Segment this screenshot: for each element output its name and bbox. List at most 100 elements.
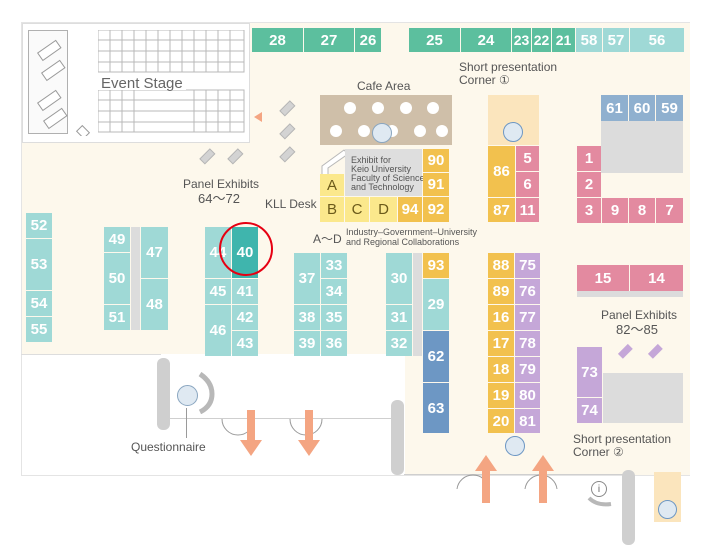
booth-73[interactable]: 73: [577, 347, 602, 397]
short-presentation-1-label-line2: Corner ①: [459, 73, 510, 87]
booth-91[interactable]: 91: [423, 173, 449, 196]
booth-A[interactable]: A: [320, 174, 344, 196]
booth-25[interactable]: 25: [409, 28, 460, 52]
keio-label-line2: Keio University: [351, 164, 412, 174]
booth-7[interactable]: 7: [656, 198, 683, 223]
booth-38[interactable]: 38: [294, 305, 320, 330]
booth-36[interactable]: 36: [321, 331, 347, 356]
booth-33[interactable]: 33: [321, 253, 347, 278]
booth-58[interactable]: 58: [576, 28, 602, 52]
booth-5[interactable]: 5: [516, 146, 539, 171]
partition-right: [601, 121, 683, 149]
booth-19[interactable]: 19: [488, 383, 514, 408]
booth-29[interactable]: 29: [423, 279, 449, 330]
industry-label-line2: and Regional Collaborations: [346, 237, 460, 247]
booth-49[interactable]: 49: [104, 227, 130, 252]
booth-1[interactable]: 1: [577, 146, 601, 171]
booth-37[interactable]: 37: [294, 253, 320, 304]
booth-90[interactable]: 90: [423, 149, 449, 172]
booth-8[interactable]: 8: [629, 198, 655, 223]
booth-32[interactable]: 32: [386, 331, 412, 356]
booth-74[interactable]: 74: [577, 398, 602, 423]
booth-41[interactable]: 41: [232, 279, 258, 304]
presentation-monitor-icon-2: [658, 500, 677, 519]
booth-46[interactable]: 46: [205, 305, 231, 356]
presentation-monitor-icon: [503, 122, 523, 142]
wall-pillar-right: [622, 470, 635, 545]
booth-43[interactable]: 43: [232, 331, 258, 356]
booth-47[interactable]: 47: [141, 227, 168, 278]
booth-18[interactable]: 18: [488, 357, 514, 382]
exit-arrow-left-1-icon: [240, 410, 262, 456]
partition-73: [603, 373, 683, 423]
booth-21[interactable]: 21: [552, 28, 575, 52]
booth-52[interactable]: 52: [26, 213, 52, 238]
booth-11[interactable]: 11: [516, 198, 539, 222]
booth-3[interactable]: 3: [577, 198, 601, 223]
panel-exhibits-left-label-line1: Panel Exhibits: [183, 177, 260, 191]
booth-31[interactable]: 31: [386, 305, 412, 330]
highlight-ring: [219, 222, 273, 276]
keio-exhibit-area[interactable]: [345, 149, 422, 196]
booth-23[interactable]: 23: [512, 28, 531, 52]
booth-15[interactable]: 15: [577, 265, 629, 291]
booth-51[interactable]: 51: [104, 305, 130, 330]
booth-34[interactable]: 34: [321, 279, 347, 304]
booth-61[interactable]: 61: [601, 95, 628, 121]
questionnaire-desk-icon: [198, 372, 215, 414]
booth-78[interactable]: 78: [515, 331, 540, 356]
wall-segment-left: [21, 354, 161, 355]
booth-80[interactable]: 80: [515, 383, 540, 408]
booth-30[interactable]: 30: [386, 253, 412, 304]
booth-76[interactable]: 76: [515, 279, 540, 304]
booth-81[interactable]: 81: [515, 409, 540, 433]
booth-50[interactable]: 50: [104, 253, 130, 304]
booth-48[interactable]: 48: [141, 279, 168, 330]
booth-20[interactable]: 20: [488, 409, 514, 433]
booth-45[interactable]: 45: [205, 279, 231, 304]
booth-6[interactable]: 6: [516, 172, 539, 197]
booth-55[interactable]: 55: [26, 317, 52, 342]
panel-exhibits-left-icon: [199, 100, 296, 165]
booth-56[interactable]: 56: [630, 28, 684, 52]
info-icon[interactable]: i: [591, 481, 607, 497]
booth-57[interactable]: 57: [603, 28, 629, 52]
booth-53[interactable]: 53: [26, 239, 52, 290]
booth-63[interactable]: 63: [423, 383, 449, 433]
booth-D[interactable]: D: [370, 197, 397, 222]
booth-28[interactable]: 28: [252, 28, 303, 52]
booth-42[interactable]: 42: [232, 305, 258, 330]
booth-77[interactable]: 77: [515, 305, 540, 330]
booth-24[interactable]: 24: [461, 28, 511, 52]
booth-39[interactable]: 39: [294, 331, 320, 356]
cafe-area-label: Cafe Area: [357, 79, 411, 93]
booth-88[interactable]: 88: [488, 253, 514, 278]
booth-93[interactable]: 93: [423, 253, 449, 278]
booth-94[interactable]: 94: [398, 197, 422, 222]
industry-label-line1: Industry–Government–University: [346, 227, 478, 237]
booth-C[interactable]: C: [345, 197, 369, 222]
booth-27[interactable]: 27: [304, 28, 354, 52]
booth-75[interactable]: 75: [515, 253, 540, 278]
booth-17[interactable]: 17: [488, 331, 514, 356]
booth-26[interactable]: 26: [355, 28, 381, 52]
booth-79[interactable]: 79: [515, 357, 540, 382]
cafe-tables-icon: [330, 102, 448, 137]
booth-16[interactable]: 16: [488, 305, 514, 330]
booth-59[interactable]: 59: [656, 95, 683, 121]
booth-B[interactable]: B: [320, 197, 344, 222]
booth-14[interactable]: 14: [630, 265, 683, 291]
booth-35[interactable]: 35: [321, 305, 347, 330]
booth-86[interactable]: 86: [488, 146, 515, 197]
booth-62[interactable]: 62: [423, 331, 449, 382]
booth-92[interactable]: 92: [423, 197, 449, 222]
booth-87[interactable]: 87: [488, 198, 515, 222]
booth-9[interactable]: 9: [602, 198, 628, 223]
booth-60[interactable]: 60: [629, 95, 655, 121]
booth-54[interactable]: 54: [26, 291, 52, 316]
booth-89[interactable]: 89: [488, 279, 514, 304]
panel-exhibits-left-label-line2: 64〜72: [198, 191, 240, 206]
booth-2[interactable]: 2: [577, 172, 601, 197]
partition-50-47: [131, 227, 140, 330]
booth-22[interactable]: 22: [532, 28, 551, 52]
